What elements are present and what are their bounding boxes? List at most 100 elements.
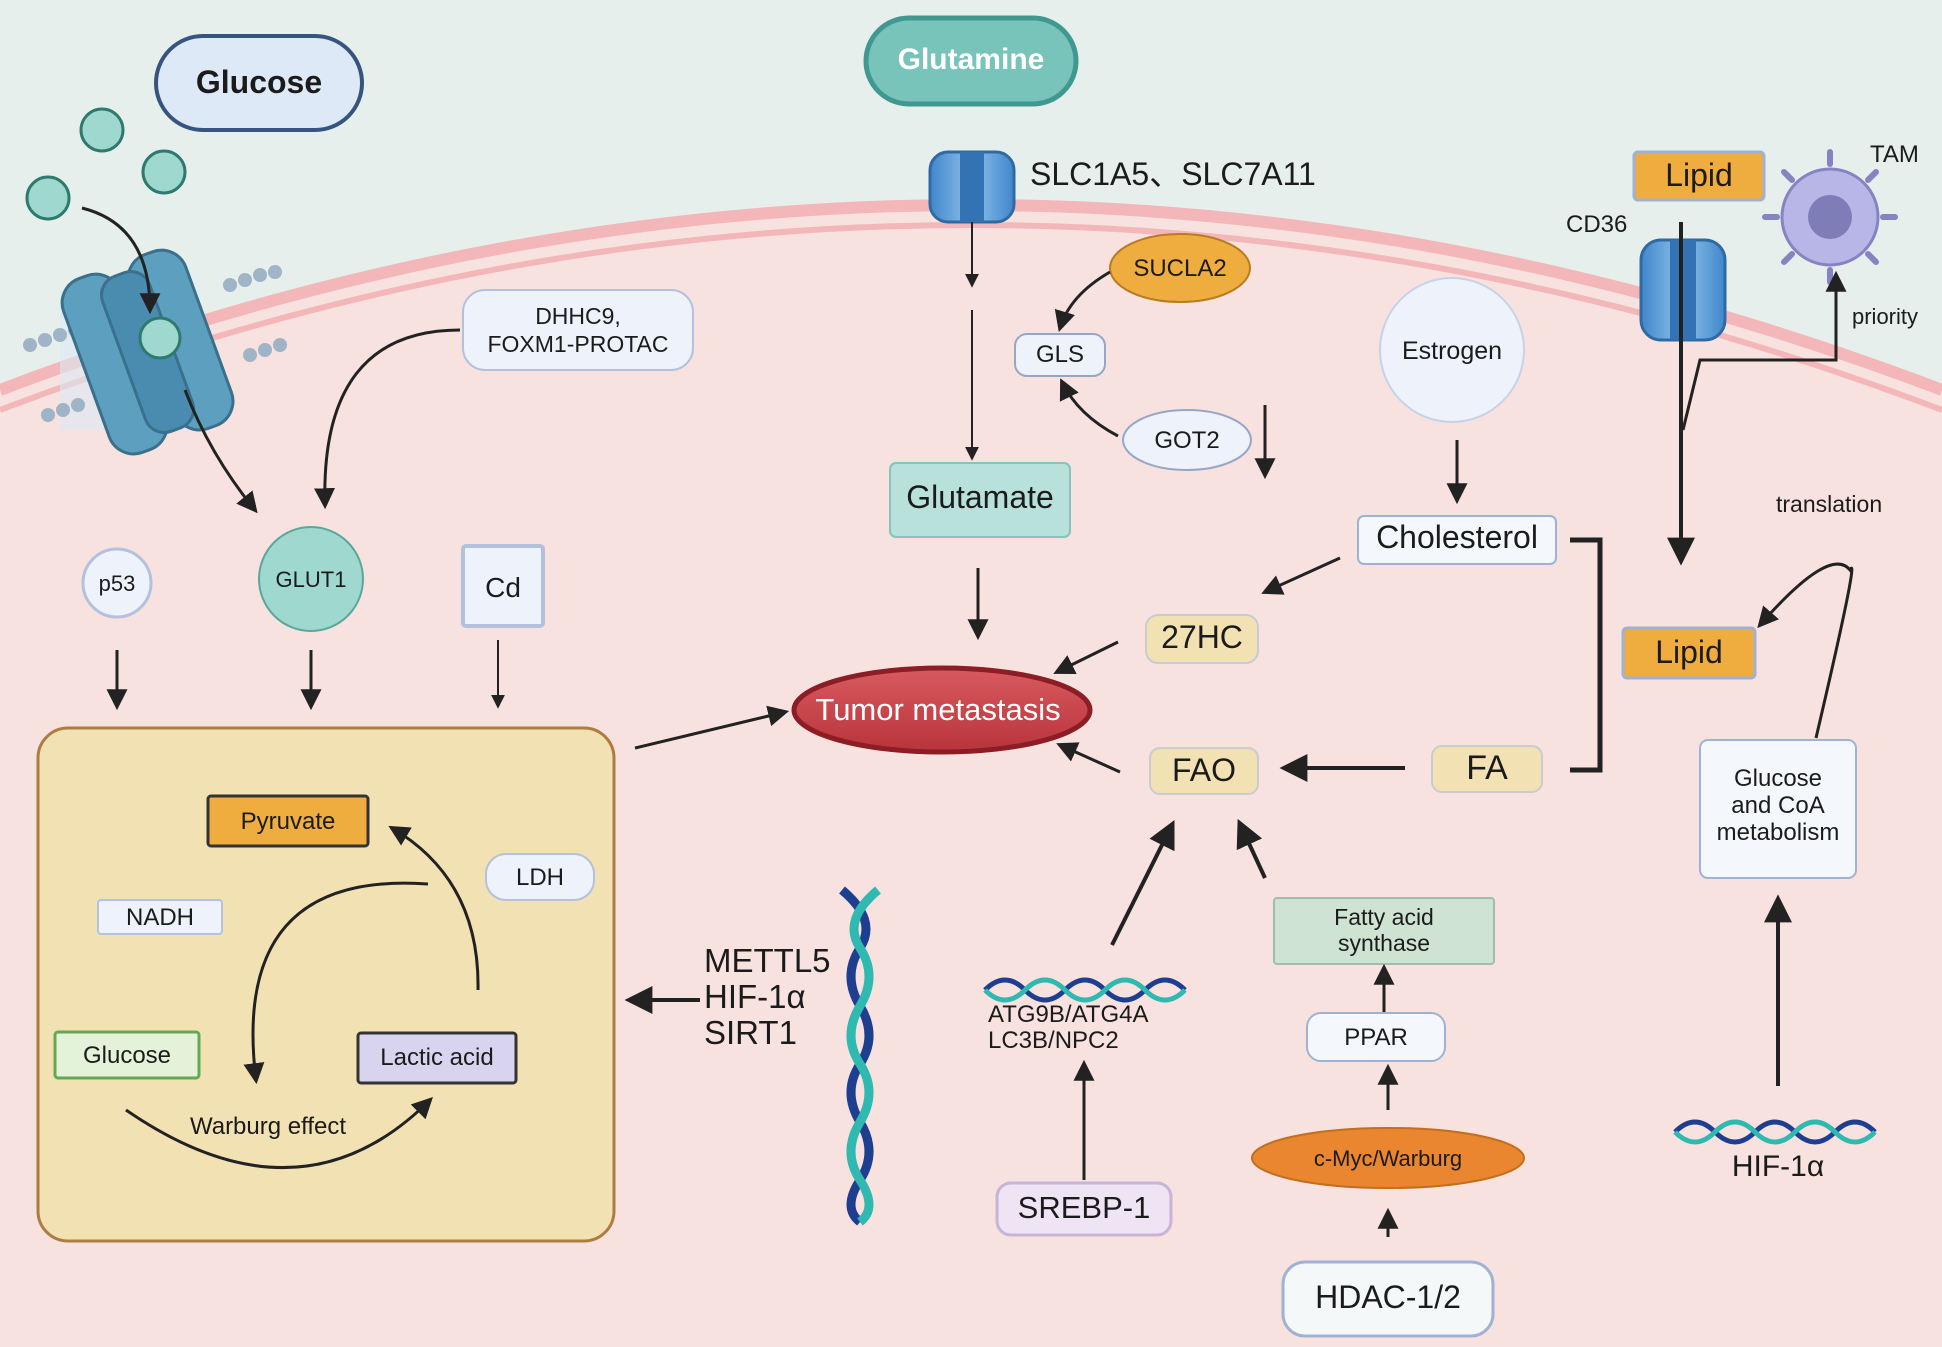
atg-label-1: ATG9B/ATG4A	[988, 1001, 1149, 1028]
hif1a-mid-label: HIF-1α	[704, 978, 806, 1015]
glucose-coa-label-3: metabolism	[1717, 819, 1840, 846]
glucose-coa-label-2: and CoA	[1731, 792, 1824, 819]
atg-label-2: LC3B/NPC2	[988, 1027, 1119, 1054]
tumor-metastasis-node	[791, 665, 1093, 755]
tam-cell-icon	[1762, 149, 1898, 285]
ppar-node	[1306, 1012, 1446, 1062]
srebp1-label: SREBP-1	[1018, 1190, 1151, 1225]
got2-label: GOT2	[1154, 427, 1219, 454]
warburg-effect-label: Warburg effect	[190, 1113, 346, 1140]
sucla2-node	[1109, 233, 1251, 303]
translation-label: translation	[1776, 491, 1882, 517]
27hc-label: 27HC	[1161, 619, 1243, 655]
fa-node	[1431, 745, 1543, 793]
27hc-to-tumor-arrow	[1053, 640, 1119, 675]
lipid-inner-label: Lipid	[1655, 634, 1723, 670]
dhhc9-node	[462, 289, 694, 371]
hdac-node	[1281, 1260, 1495, 1338]
cholesterol-to-27hc-arrow	[1261, 556, 1341, 595]
translation-arrow	[1757, 562, 1854, 739]
estrogen-label: Estrogen	[1402, 337, 1502, 365]
gls-node	[1014, 333, 1106, 377]
sucla2-label: SUCLA2	[1133, 255, 1226, 282]
cd-label: Cd	[485, 572, 521, 603]
glucose-top-node: Glucose	[154, 34, 364, 132]
fao-label: FAO	[1172, 752, 1236, 788]
p53-label: p53	[99, 571, 136, 596]
dna-helix-right-icon	[1673, 1119, 1877, 1145]
lipid-top-node	[1632, 150, 1766, 202]
fatty-acid-label-2: synthase	[1338, 930, 1430, 956]
glucose-uptake-arrow	[81, 206, 161, 315]
sucla2-to-gls-arrow	[1054, 270, 1111, 333]
cholesterol-node	[1357, 515, 1557, 565]
warburg-box	[36, 726, 616, 1243]
dna-helix-atg-icon	[983, 977, 1187, 1003]
cd36-label: CD36	[1566, 211, 1627, 238]
lipid-top-label: Lipid	[1665, 157, 1733, 193]
glucose-inner-node	[53, 1030, 201, 1080]
cmyc-node	[1251, 1127, 1525, 1189]
glut1-node	[258, 526, 364, 632]
priority-label: priority	[1852, 304, 1918, 329]
dhhc9-label-1: DHHC9,	[535, 303, 621, 329]
hif1a-right-label: HIF-1α	[1732, 1150, 1824, 1183]
glucose-transporter-icon	[23, 248, 287, 456]
atg-to-fao-arrow	[1110, 819, 1175, 946]
27hc-node	[1145, 614, 1259, 664]
pyruvate-node	[206, 794, 370, 848]
slc-transporter-icon	[928, 150, 1016, 224]
ldh-node	[485, 853, 595, 901]
ldh-label: LDH	[516, 864, 564, 891]
fao-to-tumor-arrow	[1056, 742, 1121, 774]
got2-node	[1122, 409, 1252, 471]
cholesterol-fa-bracket	[1570, 537, 1603, 773]
lactate-to-pyruvate-arrow	[388, 825, 480, 991]
tam-label: TAM	[1870, 141, 1919, 168]
glucose-molecule-icon	[141, 149, 187, 195]
sirt1-label: SIRT1	[704, 1014, 797, 1051]
gls-label: GLS	[1036, 341, 1084, 368]
glucose-top-label: Glucose	[196, 64, 322, 100]
lipid-inner-node	[1621, 626, 1757, 680]
dna-helix-vertical-icon	[839, 886, 881, 1226]
warburg-to-tumor-arrow	[634, 705, 790, 750]
lactic-acid-label: Lactic acid	[380, 1044, 493, 1071]
p53-node	[81, 547, 153, 619]
glucose-to-lactate-arrow	[125, 1097, 433, 1169]
pyruvate-label: Pyruvate	[241, 808, 336, 835]
fa-label: FA	[1466, 749, 1508, 787]
ppar-label: PPAR	[1344, 1024, 1408, 1051]
srebp1-node	[995, 1181, 1173, 1237]
dhhc9-label-2: FOXM1-PROTAC	[487, 331, 668, 357]
glut1-label: GLUT1	[276, 567, 347, 592]
glucose-molecule-icon	[25, 175, 71, 221]
glucose-molecule-icon	[79, 107, 125, 153]
hdac-label: HDAC-1/2	[1315, 1279, 1461, 1315]
nadh-node	[97, 899, 223, 935]
fao-node	[1149, 747, 1259, 795]
glucose-coa-label-1: Glucose	[1734, 765, 1822, 792]
glucose-coa-node	[1699, 739, 1857, 879]
lactic-acid-node	[356, 1031, 518, 1085]
slc-label: SLC1A5、SLC7A11	[1030, 156, 1316, 192]
dhhc9-to-glut1-arrow	[314, 328, 461, 510]
glutamine-node: Glutamine	[863, 15, 1079, 107]
glutamine-label: Glutamine	[898, 43, 1045, 76]
got2-to-gls-arrow	[1059, 378, 1119, 438]
glucose-inner-label: Glucose	[83, 1042, 171, 1069]
estrogen-node	[1379, 277, 1525, 423]
fas-to-fao-arrow	[1236, 818, 1267, 879]
fatty-acid-label-1: Fatty acid	[1334, 904, 1434, 930]
pyruvate-cycle-arrow	[243, 881, 429, 1085]
cmyc-label: c-Myc/Warburg	[1314, 1146, 1462, 1171]
glutamate-label: Glutamate	[906, 479, 1054, 515]
glutamate-node	[889, 462, 1071, 538]
cd-node	[461, 544, 545, 628]
priority-arrow	[1681, 270, 1847, 431]
cholesterol-label: Cholesterol	[1376, 519, 1538, 555]
mettl5-label: METTL5	[704, 942, 831, 979]
nadh-label: NADH	[126, 904, 194, 931]
